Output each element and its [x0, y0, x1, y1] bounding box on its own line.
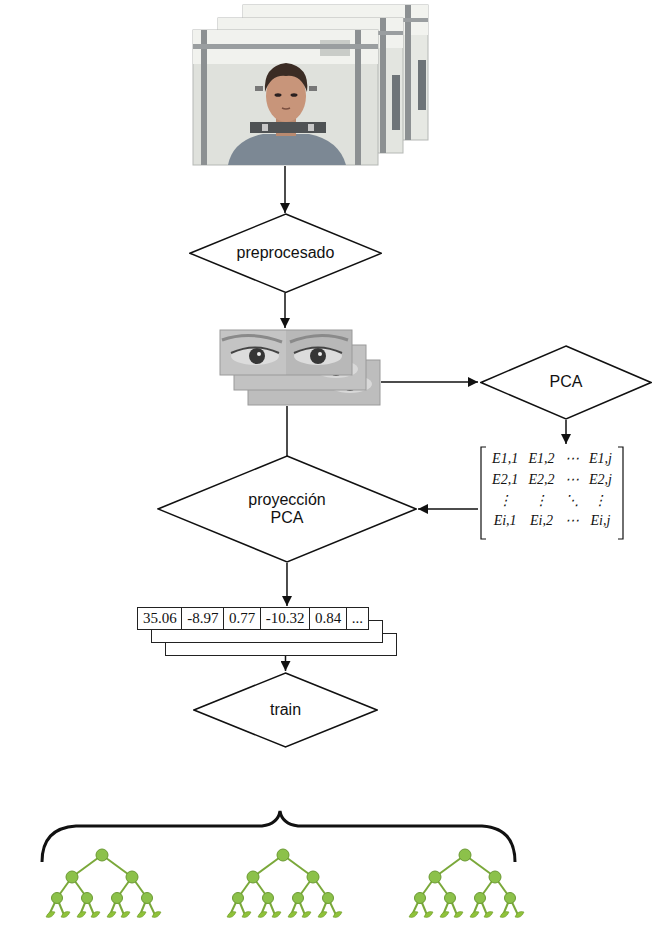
matrix-grid: E1,1 E1,2 ⋯ E1,jE2,1 E2,2 ⋯ E2,j ⋮ ⋮ ⋱ ⋮ Ei,1 Ei,2 ⋯ E…: [478, 445, 626, 536]
flow-arrow: [284, 166, 286, 213]
matrix-cell: E1,j: [589, 451, 612, 468]
matrix-cell: ⋯: [565, 513, 579, 530]
decision-diamond: PCA: [480, 345, 652, 420]
vector-cell: 35.06: [137, 607, 183, 630]
matrix-cell: E2,1: [492, 472, 518, 489]
diamond-shape: [194, 673, 377, 747]
flow-arrow: [286, 563, 288, 606]
vector-cell: -8.97: [181, 607, 224, 630]
diamond-shape: [190, 214, 381, 293]
decision-tree: [409, 849, 524, 917]
matrix-cell: ⋯: [565, 472, 579, 489]
decision-tree: [227, 849, 342, 917]
photo-front: [193, 30, 378, 165]
matrix-cell: Ei,1: [492, 513, 518, 530]
matrix-cell: E2,2: [528, 472, 554, 489]
flow-arrow: [285, 656, 287, 671]
flow-arrow: [418, 508, 478, 510]
matrix-cell: ⋯: [565, 451, 579, 468]
node-label: preprocesado: [237, 244, 335, 262]
matrix-cell: ⋮: [589, 493, 612, 510]
matrix-cell: Ei,2: [528, 513, 554, 530]
vector-row: 35.06-8.970.77-10.320.84...: [137, 607, 397, 630]
diamond-shape: [481, 346, 651, 419]
eigen-matrix: E1,1 E1,2 ⋯ E1,jE2,1 E2,2 ⋯ E2,j ⋮ ⋮ ⋱ ⋮ Ei,1 Ei,2 ⋯ E…: [478, 445, 626, 541]
matrix-cell: E1,1: [492, 451, 518, 468]
vector-cell: 0.84: [309, 607, 347, 630]
node-label: PCA: [550, 373, 583, 391]
matrix-cell: ⋮: [492, 493, 518, 510]
vector-cell: -10.32: [260, 607, 311, 630]
decision-diamond: preprocesado: [189, 213, 382, 294]
feature-vector: 35.06-8.970.77-10.320.84...: [137, 607, 397, 656]
matrix-cell: E2,j: [589, 472, 612, 489]
flow-arrow: [284, 293, 286, 328]
decision-diamond: train: [193, 672, 378, 748]
matrix-cell: ⋱: [565, 493, 579, 510]
vector-cell: ...: [346, 607, 369, 630]
eye-crops-stack: [220, 330, 380, 405]
left-bracket: [481, 447, 486, 539]
node-label: proyección PCA: [232, 491, 342, 528]
vector-cell: 0.77: [223, 607, 261, 630]
flow-arrow: [565, 420, 567, 444]
matrix-cell: E1,2: [528, 451, 554, 468]
flow-arrow: [381, 381, 478, 383]
photo-stack: [193, 5, 428, 165]
eye-crop-front: [220, 330, 352, 375]
matrix-cell: Ei,j: [589, 513, 612, 530]
matrix-cell: ⋮: [528, 493, 554, 510]
right-bracket: [618, 447, 623, 539]
node-label: train: [270, 701, 301, 719]
decision-tree: [46, 849, 161, 917]
decision-diamond: proyección PCA: [157, 455, 417, 563]
diamond-shape: [158, 456, 416, 562]
